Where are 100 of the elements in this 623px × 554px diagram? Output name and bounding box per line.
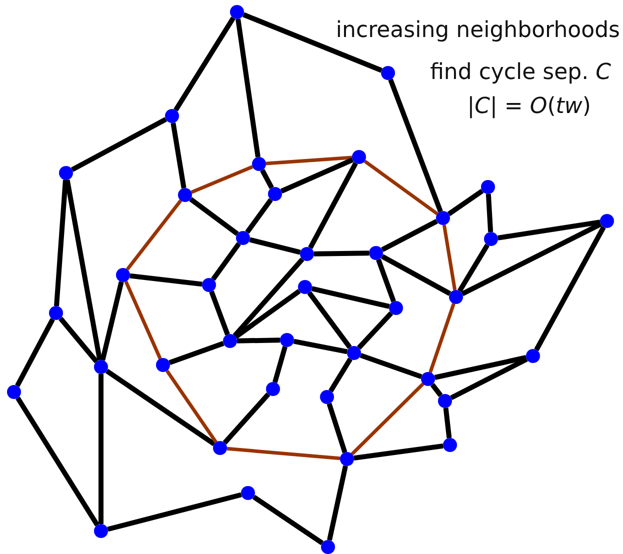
graph-edge — [211, 242, 241, 281]
vertex-dot — [484, 232, 498, 246]
graph-edge — [16, 396, 100, 526]
graph-edge — [430, 383, 443, 397]
graph-edge — [236, 18, 260, 158]
graph-edge — [381, 219, 438, 252]
graph-edge — [126, 199, 182, 271]
annotation-text: increasing neighborhoods — [336, 18, 620, 44]
graph-edge — [64, 179, 102, 361]
vertex-dot — [436, 211, 450, 225]
vertex-dot — [266, 382, 280, 396]
graph-edge — [190, 165, 254, 194]
vertex-dot — [202, 278, 216, 292]
graph-edge — [376, 258, 396, 302]
graph-edge — [170, 122, 186, 188]
vertex-dot — [241, 486, 255, 500]
graph-edge — [534, 226, 606, 352]
vertex-dot — [389, 301, 403, 315]
graph-edge — [70, 117, 168, 172]
graph-edge — [356, 311, 394, 350]
graph-edge — [308, 162, 358, 250]
vertex-dot — [280, 333, 294, 347]
graph-edge — [326, 402, 348, 454]
vertex-dot — [236, 231, 250, 245]
graph-edge — [232, 258, 304, 338]
graph-edge — [388, 78, 443, 212]
vertex-dot — [94, 524, 108, 538]
vertex-dot — [59, 166, 73, 180]
graph-edge — [380, 254, 452, 296]
graph-edge — [222, 392, 270, 444]
graph-edge — [461, 222, 602, 296]
vertex-dot — [443, 438, 457, 452]
graph-edge — [498, 220, 600, 240]
vertex-dot — [600, 214, 614, 228]
vertex-dot — [298, 280, 312, 294]
vertex-dot — [369, 246, 383, 260]
graph-edge — [245, 198, 273, 234]
graph-edge — [166, 370, 218, 444]
graph-edge — [124, 280, 162, 360]
graph-edge — [107, 492, 242, 532]
graph-edge — [307, 291, 352, 349]
graph-edge — [209, 290, 230, 336]
graph-edge — [293, 338, 348, 354]
graph-edge — [234, 289, 301, 339]
graph-edge — [360, 352, 422, 380]
vertex-dot — [438, 394, 452, 408]
graph-edge — [252, 494, 324, 546]
graph-edge — [15, 318, 55, 387]
graph-edge — [354, 443, 444, 461]
vertex-dot — [381, 66, 395, 80]
graph-edge — [364, 160, 438, 216]
graph-edge — [272, 346, 288, 383]
graph-edge — [434, 355, 527, 380]
graph-edge — [311, 286, 390, 309]
graph-edge — [266, 156, 352, 166]
graph-edge — [260, 169, 274, 189]
vertex-dot — [223, 334, 237, 348]
vertex-dot — [156, 358, 170, 372]
graph-edge — [242, 12, 382, 73]
graph-edge — [168, 341, 224, 365]
vertex-dot — [352, 150, 366, 164]
vertex-dot — [230, 5, 244, 19]
graph-edge — [189, 197, 239, 236]
vertex-dot — [94, 360, 108, 374]
vertex-dot — [321, 540, 335, 554]
vertex-dot — [320, 390, 334, 404]
graph-edge — [350, 382, 424, 456]
graph-edge — [328, 358, 352, 392]
graph-edge — [457, 244, 490, 292]
annotation-text: find cycle sep. C — [430, 60, 611, 86]
vertex-dot — [116, 268, 130, 282]
graph-edge — [327, 465, 348, 541]
vertex-dot — [178, 188, 192, 202]
vertex-dot — [421, 372, 435, 386]
graph-edge — [443, 408, 452, 438]
graph-edge — [486, 194, 494, 232]
graph-edge — [54, 180, 68, 306]
graph-edge — [130, 273, 202, 287]
vertex-dot — [165, 109, 179, 123]
vertex-dot — [300, 247, 314, 261]
graph-edge — [105, 368, 216, 446]
graph-edge — [236, 338, 280, 344]
graph-edge — [428, 303, 456, 373]
vertex-dot — [481, 180, 495, 194]
graph-edge — [58, 316, 98, 364]
vertex-dot — [252, 157, 266, 171]
vertex-dot — [449, 290, 463, 304]
graph-edge — [447, 188, 484, 216]
vertex-dot — [7, 385, 21, 399]
graph-edge — [98, 374, 104, 524]
graph-edge — [442, 224, 457, 290]
vertex-dot — [340, 452, 354, 466]
annotation-text: |C| = O(tw) — [467, 94, 591, 120]
vertex-dot — [526, 349, 540, 363]
vertex-dot — [49, 306, 63, 320]
vertex-dot — [213, 441, 227, 455]
graph-edge — [100, 281, 124, 361]
vertex-dot — [347, 346, 361, 360]
vertex-dot — [268, 187, 282, 201]
graph-edge — [314, 250, 370, 256]
